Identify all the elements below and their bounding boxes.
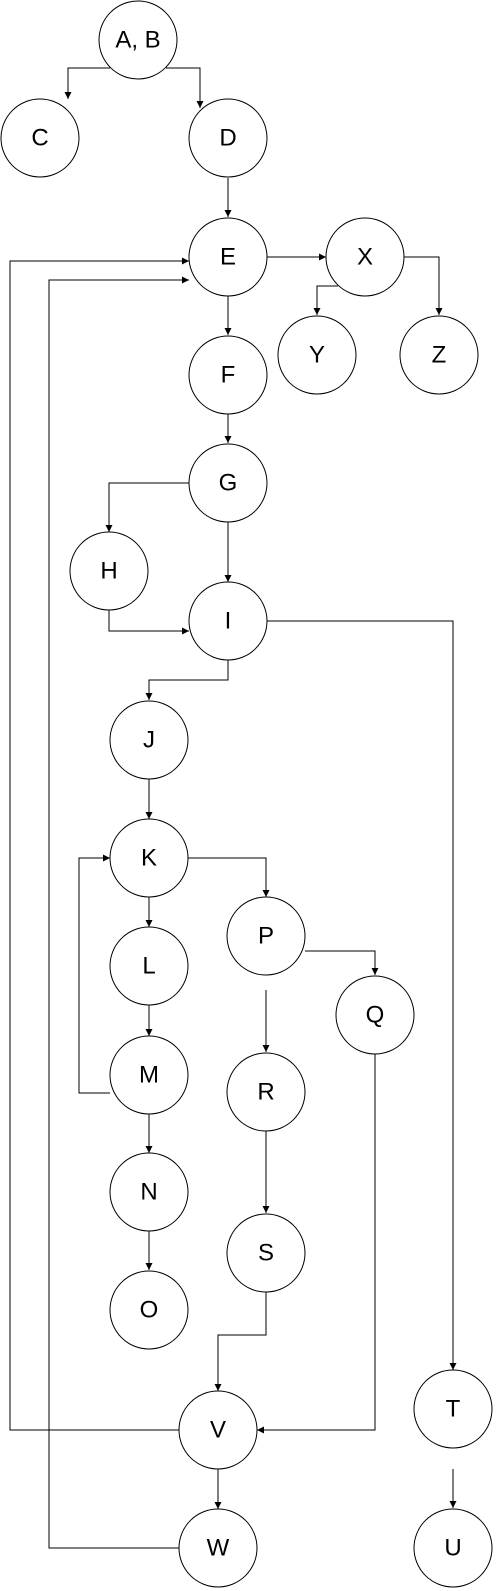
node-q: Q bbox=[335, 975, 415, 1055]
node-w: W bbox=[178, 1508, 258, 1588]
edge-i-j bbox=[145, 660, 229, 700]
node-r: R bbox=[226, 1052, 306, 1132]
node-y: Y bbox=[277, 315, 357, 395]
edge-q-v bbox=[257, 1054, 376, 1434]
edge-x-y bbox=[313, 285, 338, 315]
node-x: X bbox=[325, 217, 405, 297]
node-e-label: E bbox=[220, 244, 236, 271]
node-i: I bbox=[188, 581, 268, 661]
node-h-label: H bbox=[100, 558, 117, 585]
node-ab: A, B bbox=[98, 0, 178, 80]
edge-m-k bbox=[78, 854, 110, 1094]
edge-p-q bbox=[305, 950, 379, 975]
node-x-label: X bbox=[357, 244, 373, 271]
node-d-label: D bbox=[219, 125, 236, 152]
node-m: M bbox=[109, 1035, 189, 1115]
node-o-label: O bbox=[140, 1297, 159, 1324]
node-o: O bbox=[109, 1270, 189, 1350]
node-r-label: R bbox=[257, 1079, 274, 1106]
node-k-label: K bbox=[141, 845, 157, 872]
edges bbox=[9, 67, 457, 1549]
node-t: T bbox=[413, 1369, 493, 1449]
node-z-label: Z bbox=[432, 342, 447, 369]
edge-ab-c bbox=[64, 67, 110, 99]
node-c-label: C bbox=[31, 125, 48, 152]
node-t-label: T bbox=[446, 1396, 461, 1423]
edge-i-t bbox=[267, 620, 457, 1370]
edge-x-z bbox=[404, 256, 443, 315]
node-p: P bbox=[226, 896, 306, 976]
edge-k-p bbox=[188, 857, 270, 897]
node-s: S bbox=[226, 1213, 306, 1293]
node-ab-label: A, B bbox=[115, 27, 160, 54]
node-l: L bbox=[109, 926, 189, 1006]
node-v-label: V bbox=[210, 1417, 226, 1444]
node-f: F bbox=[188, 335, 268, 415]
node-s-label: S bbox=[258, 1240, 274, 1267]
node-u-label: U bbox=[444, 1535, 461, 1562]
node-f-label: F bbox=[221, 362, 236, 389]
node-j: J bbox=[109, 700, 189, 780]
edge-w-e bbox=[48, 276, 189, 1549]
node-i-label: I bbox=[225, 608, 232, 635]
node-z: Z bbox=[399, 315, 479, 395]
node-w-label: W bbox=[207, 1535, 230, 1562]
node-e: E bbox=[188, 217, 268, 297]
node-k: K bbox=[109, 818, 189, 898]
edge-v-e bbox=[9, 257, 189, 1431]
edge-h-i bbox=[108, 610, 189, 635]
node-n-label: N bbox=[140, 1179, 157, 1206]
node-p-label: P bbox=[258, 923, 274, 950]
node-h: H bbox=[69, 531, 149, 611]
node-c: C bbox=[0, 98, 80, 178]
node-d: D bbox=[188, 98, 268, 178]
edge-ab-d bbox=[166, 67, 204, 108]
node-q-label: Q bbox=[366, 1002, 385, 1029]
node-g-label: G bbox=[219, 470, 238, 497]
node-n: N bbox=[109, 1152, 189, 1232]
node-v: V bbox=[178, 1390, 258, 1470]
node-m-label: M bbox=[139, 1062, 159, 1089]
edge-g-h bbox=[105, 482, 189, 532]
node-l-label: L bbox=[142, 953, 155, 980]
node-j-label: J bbox=[143, 727, 155, 754]
edge-s-v bbox=[214, 1292, 267, 1391]
node-y-label: Y bbox=[309, 342, 325, 369]
node-g: G bbox=[188, 443, 268, 523]
node-u: U bbox=[413, 1508, 493, 1588]
